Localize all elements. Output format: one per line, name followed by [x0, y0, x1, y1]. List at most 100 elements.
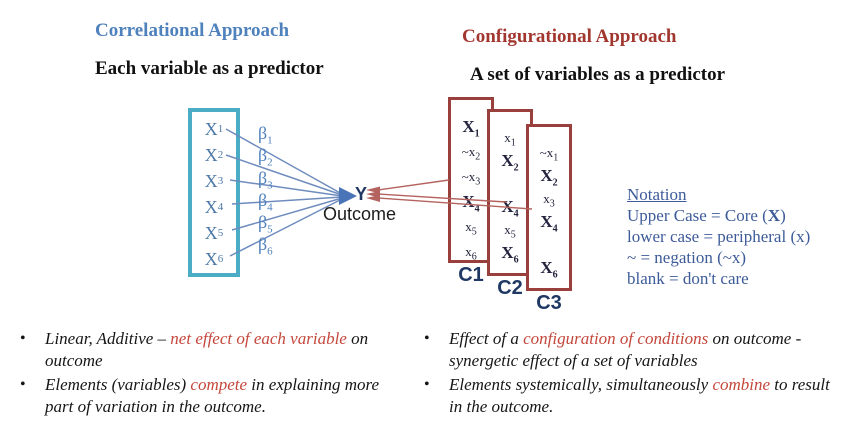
beta-arrow-line: [225, 128, 343, 195]
condition-text: x3: [543, 190, 555, 210]
config-box-label: C2: [497, 277, 523, 299]
bullet-item: •Effect of a configuration of conditions…: [424, 328, 832, 372]
condition-blank: [529, 233, 569, 256]
text-segment: Upper Case = Core (: [627, 206, 768, 225]
condition-text: x5: [504, 221, 516, 241]
condition-text: X2: [501, 150, 519, 173]
bullet-item: • Linear, Additive – net effect of each v…: [20, 328, 408, 372]
text-segment: combine: [712, 375, 771, 394]
notation-lines: Upper Case = Core (X)lower case = periph…: [627, 205, 810, 289]
beta-label: β2: [258, 145, 273, 169]
condition-text: ~x1: [539, 144, 559, 164]
condition-text: X2: [540, 165, 558, 188]
condition-label: X4: [451, 189, 491, 214]
text-segment: on outcome - synergetic effect of a set …: [449, 329, 802, 370]
notation-line: Upper Case = Core (X): [627, 205, 810, 226]
bullet-marker: •: [20, 330, 26, 347]
text-segment: ): [780, 206, 786, 225]
beta-arrow-lines: [225, 128, 343, 257]
text-segment: lower case = peripheral (x): [627, 227, 811, 246]
config-arrowhead-red: [366, 195, 380, 202]
config-arrowhead-red: [366, 186, 380, 194]
condition-blank: [490, 172, 530, 195]
config-arrow-line: [377, 179, 450, 191]
text-segment: Effect of a: [449, 329, 524, 348]
bullets-right: • Effect of a configuration of conditions…: [424, 328, 832, 420]
condition-label: x6: [451, 239, 491, 264]
condition-label: ~x3: [451, 164, 491, 189]
condition-text: ~x3: [461, 168, 481, 188]
bullet-text: Effect of a configuration of conditions …: [449, 328, 832, 372]
beta-label: β4: [258, 190, 273, 214]
bullet-marker: •: [20, 376, 26, 393]
condition-label: X2: [529, 164, 569, 188]
condition-label: X4: [490, 195, 530, 219]
condition-label: X2: [490, 149, 530, 173]
bullet-item: • Elements (variables) compete in explain…: [20, 374, 408, 418]
condition-text: X1: [462, 116, 480, 139]
outcome-label: Outcome: [323, 204, 397, 224]
condition-text: x6: [465, 243, 477, 263]
right-approach-subtitle: A set of variables as a predictor: [470, 64, 726, 85]
condition-text: X4: [540, 211, 558, 234]
text-segment: Elements (variables): [45, 375, 191, 394]
notation-line: lower case = peripheral (x): [627, 226, 810, 247]
condition-label: X6: [529, 256, 569, 280]
beta-label: β3: [258, 168, 273, 192]
condition-label: x5: [490, 218, 530, 241]
text-segment: Elements systemically, simultaneously: [449, 375, 713, 394]
condition-label: x3: [529, 187, 569, 210]
config-box-label: C3: [536, 292, 562, 314]
condition-label: x5: [451, 214, 491, 239]
bullet-text: Elements (variables) compete in explaini…: [45, 374, 408, 418]
bullet-text: Elements systemically, simultaneously co…: [449, 374, 832, 418]
condition-text: x1: [504, 129, 516, 149]
y-label: Y: [355, 184, 368, 204]
condition-text: X6: [540, 257, 558, 280]
left-approach-title: Correlational Approach: [95, 20, 290, 41]
beta-label: β5: [258, 212, 273, 236]
notation-panel: Notation Upper Case = Core (X)lower case…: [627, 184, 810, 289]
beta-arrow-line: [225, 154, 343, 196]
notation-line: ~ = negation (~x): [627, 247, 810, 268]
text-segment: X: [767, 206, 781, 225]
condition-label: X1: [451, 114, 491, 139]
condition-label: X6: [490, 241, 530, 265]
text-segment: Linear, Additive –: [45, 329, 171, 348]
beta-label: β1: [258, 123, 273, 147]
condition-label: x1: [490, 126, 530, 149]
notation-line: blank = don't care: [627, 268, 810, 289]
text-segment: to result in the outcome.: [449, 375, 830, 416]
config-arrowhead-red: [366, 191, 380, 198]
text-segment: blank = don't care: [627, 269, 749, 288]
bullet-item: • Elements systemically, simultaneously c…: [424, 374, 832, 418]
notation-heading: Notation: [627, 185, 687, 204]
condition-text: x5: [465, 218, 477, 238]
text-segment: net effect of each variable: [170, 329, 347, 348]
condition-text: X6: [501, 242, 519, 265]
bullet-text: Linear, Additive – net effect of each va…: [45, 328, 408, 372]
bullet-marker: •: [424, 376, 430, 393]
condition-text: ~x2: [461, 143, 481, 163]
condition-label: ~x2: [451, 139, 491, 164]
beta-arrow-line: [229, 179, 343, 197]
text-segment: configuration of conditions: [523, 329, 709, 348]
beta-label: β6: [258, 234, 273, 258]
condition-label: ~x1: [529, 141, 569, 164]
text-segment: in explaining more part of variation in …: [45, 375, 380, 416]
condition-label: X4: [529, 210, 569, 234]
right-approach-title: Configurational Approach: [462, 26, 677, 47]
